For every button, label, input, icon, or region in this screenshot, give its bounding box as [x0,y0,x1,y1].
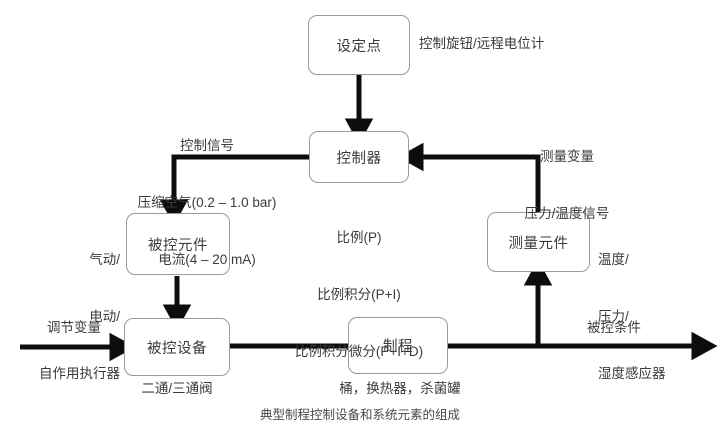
label-control-signal: 控制信号 压缩空气(0.2 – 1.0 bar) 电流(4 – 20 mA) [104,98,310,307]
actuator-type-electric: 电动/ [89,309,120,324]
measured-variable-line-1: 测量变量 [540,149,594,164]
sensor-type-humidity: 湿度感应器 [598,366,666,381]
node-process-label: 制程 [383,339,413,355]
label-process-note: 桶，换热器，杀菌罐 [310,379,490,398]
control-signal-line-2: 压缩空气(0.2 – 1.0 bar) [137,195,277,210]
process-note-text: 桶，换热器，杀菌罐 [339,381,461,396]
node-measuring-element-label: 测量元件 [508,235,569,252]
node-process[interactable]: 制程 [348,317,448,374]
controller-mode-pi: 比例积分(P+I) [317,287,401,302]
label-controlled-condition: 被控条件 [568,318,660,337]
label-valve-note: 二通/三通阀 [110,379,244,398]
node-controlled-equipment-label: 被控设备 [147,340,207,357]
arrow-measuring-element-to-controller [397,142,541,212]
node-controlled-element-label: 被控元件 [148,237,208,254]
sensor-type-temperature: 温度/ [598,252,629,267]
sensor-type-pressure: 压力/ [598,309,629,324]
controller-mode-pid: 比例积分微分(P+I+D) [294,344,424,359]
diagram-caption: 典型制程控制设备和系统元素的组成 [259,408,460,422]
label-actuator-types: 气动/ 电动/ 自作用执行器 [10,212,120,421]
control-signal-line-3: 电流(4 – 20 mA) [158,252,256,267]
actuator-type-pneumatic: 气动/ [89,252,120,267]
node-controller[interactable]: 控制器 [309,131,409,183]
actuator-type-self-acting: 自作用执行器 [39,366,120,381]
label-setpoint-note: 控制旋钮/远程电位计 [419,34,544,53]
control-signal-line-1: 控制信号 [180,138,234,153]
node-setpoint-label: 设定点 [336,38,382,55]
node-controller-label: 控制器 [336,150,382,167]
measured-variable-line-2: 压力/温度信号 [524,206,610,221]
node-setpoint[interactable]: 设定点 [308,15,410,75]
manipulated-variable-text: 调节变量 [47,320,101,335]
valve-note-text: 二通/三通阀 [141,381,213,396]
label-manipulated-variable: 调节变量 [28,318,120,337]
setpoint-note-text: 控制旋钮/远程电位计 [419,36,545,51]
controlled-condition-text: 被控条件 [587,320,641,335]
node-controlled-equipment[interactable]: 被控设备 [124,318,230,376]
controller-mode-p: 比例(P) [336,230,382,245]
label-controller-modes: 比例(P) 比例积分(P+I) 比例积分微分(P+I+D) [269,190,449,399]
label-sensor-types: 温度/ 压力/ 湿度感应器 [598,212,716,421]
arrow-controller-to-element [159,154,309,226]
label-measured-variable: 测量变量 压力/温度信号 [492,109,642,261]
